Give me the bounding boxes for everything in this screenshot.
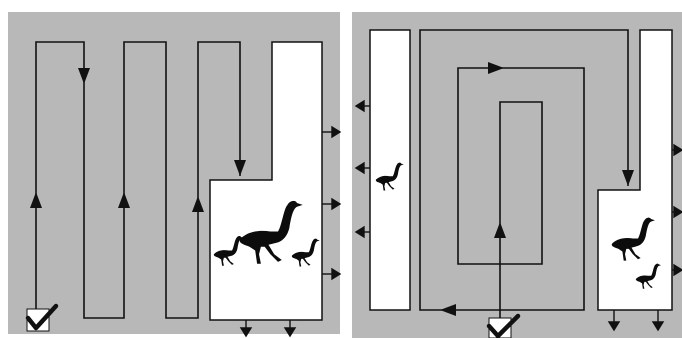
left-enclosure: [209, 41, 323, 321]
exit-arrow-down-icon: [607, 321, 621, 332]
path-arrow-left-icon: [440, 304, 456, 316]
exit-arrow-down-icon: [239, 327, 253, 338]
exit-arrow-left-icon: [354, 99, 365, 113]
left-exit-arrows-down: [239, 320, 297, 338]
path-arrow-right-icon: [488, 62, 504, 74]
path-arrow-up-icon: [30, 192, 42, 208]
path-arrow-up-icon: [192, 196, 204, 212]
right-exit-arrows-left: [354, 99, 370, 239]
left-panel: [8, 12, 342, 338]
path-arrow-up-icon: [494, 222, 506, 238]
path-arrow-down-icon: [234, 160, 246, 176]
right-enclosure: [597, 29, 673, 311]
exit-arrow-right-icon: [673, 263, 682, 277]
right-path-arrows: [440, 62, 634, 316]
path-arrow-up-icon: [118, 192, 130, 208]
right-exit-arrows-down: [607, 310, 665, 332]
right-panel: [352, 12, 682, 338]
right-spiral-path: [419, 29, 629, 324]
exit-arrow-right-icon: [331, 197, 342, 211]
right-exit-arrows-right: [672, 143, 682, 277]
exit-arrow-left-icon: [354, 225, 365, 239]
left-path-arrows: [30, 68, 246, 212]
exit-arrow-right-icon: [331, 267, 342, 281]
path-arrow-down-icon: [622, 170, 634, 186]
left-serpentine-path: [35, 41, 241, 319]
exit-arrow-down-icon: [651, 321, 665, 332]
left-start-checkmark-icon: [25, 303, 59, 332]
left-exit-arrows-right: [322, 125, 342, 281]
exit-arrow-right-icon: [331, 125, 342, 139]
exit-arrow-right-icon: [673, 143, 682, 157]
exit-arrow-left-icon: [354, 161, 365, 175]
path-arrow-down-icon: [78, 68, 90, 84]
right-left-strip: [369, 29, 411, 311]
exit-arrow-down-icon: [283, 327, 297, 338]
exit-arrow-right-icon: [673, 205, 682, 219]
right-start-checkmark-icon: [486, 313, 521, 338]
